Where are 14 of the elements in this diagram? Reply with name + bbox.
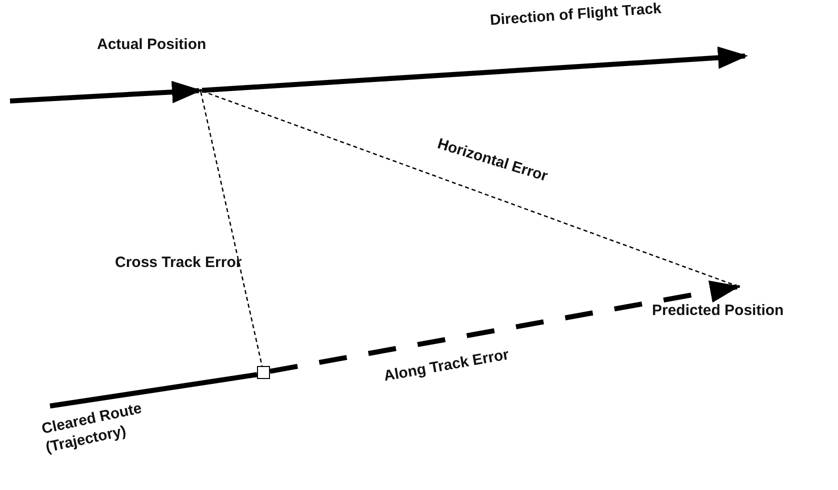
dashed-line xyxy=(200,92,263,366)
edge-label: Along Track Error xyxy=(382,346,510,385)
position-point xyxy=(737,285,740,288)
dashed-line xyxy=(202,90,738,287)
arrow xyxy=(10,80,202,104)
position-label: Predicted Position xyxy=(652,302,784,319)
right-angle-marker xyxy=(257,366,270,379)
route-line xyxy=(50,372,258,408)
arrow xyxy=(270,279,740,374)
position-label: Actual Position xyxy=(97,36,206,53)
position-point xyxy=(199,89,202,92)
arrow xyxy=(202,46,748,93)
edge-label: Direction of Flight Track xyxy=(489,0,662,29)
edge-label: Cross Track Error xyxy=(115,254,242,271)
